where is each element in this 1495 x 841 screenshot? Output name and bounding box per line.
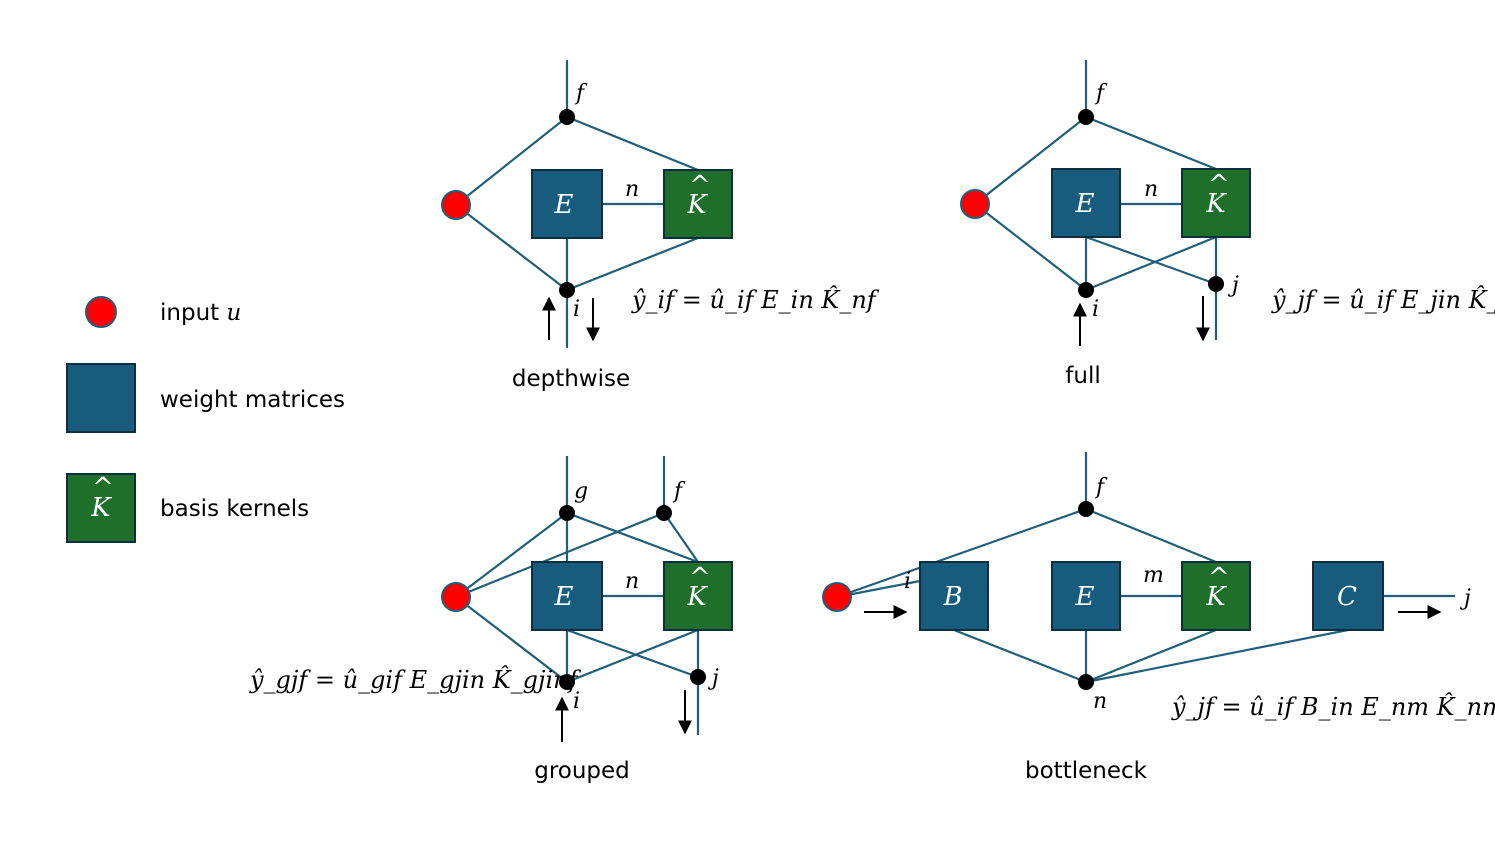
input-node [822,582,852,612]
label-i: i [1092,297,1099,322]
node-g [559,505,575,521]
label-n: n [1144,177,1158,202]
label-K: K [686,582,708,612]
depthwise-equation: ŷ_if = û_if E_in K̂_nf [631,286,880,314]
legend-kernel-hat: ^ [92,473,114,503]
hat-K: ^ [689,171,711,201]
label-f: f [1094,81,1108,106]
legend: input u weight matrices K ^ basis kernel… [66,296,345,543]
bottleneck-equation: ŷ_jf = û_if B_in E_nm K̂_nmf C_jn [1171,693,1495,721]
input-node [441,190,471,220]
node-i [559,674,575,690]
label-m: m [1143,563,1164,588]
full-caption: full [1065,363,1100,389]
grouped-equation: ŷ_gjf = û_gif E_gjin K̂_gjinf [249,666,582,694]
bottleneck-caption: bottleneck [1025,758,1148,784]
node-j [690,669,706,685]
label-n: n [625,177,639,202]
weight-box-E [1051,168,1121,238]
label-n: n [625,569,639,594]
weight-box-C [1312,561,1384,631]
node-n [1078,674,1094,690]
legend-kernel-text: basis kernels [160,496,309,522]
legend-input-text: input u [160,300,241,326]
grouped-diagram: E K ^ g f n i j ŷ_gjf = û_gif E_gjin K̂_… [249,456,733,784]
legend-weights-text: weight matrices [160,387,345,413]
legend-kernel-symbol: K [90,493,112,523]
depthwise-diagram: E K ^ f n i ŷ_if = û_if E_in K̂_nf depth… [441,60,880,392]
label-E: E [554,582,574,612]
label-i: i [573,297,580,322]
node-f [656,505,672,521]
bottleneck-diagram: B E K ^ C f i m n j ŷ_jf = û_if B_in E_n… [822,452,1495,784]
label-j: j [1227,273,1239,298]
node-f [1078,501,1094,517]
kernel-box-K [1181,561,1251,631]
legend-weight-swatch [66,363,136,433]
label-f: f [1094,475,1108,500]
label-j: j [1459,586,1471,611]
label-K: K [1205,189,1227,219]
kernel-box-K [663,561,733,631]
label-E: E [554,190,574,220]
node-f [559,109,575,125]
label-g: g [574,479,588,504]
label-i: i [904,569,911,594]
label-K: K [686,190,708,220]
label-E: E [1075,582,1095,612]
depthwise-caption: depthwise [512,366,630,392]
label-i: i [573,689,580,714]
node-f [1078,109,1094,125]
weight-box-B [919,561,989,631]
input-node [960,189,990,219]
weight-box-E [531,561,603,631]
node-i [1078,282,1094,298]
label-n: n [1093,689,1107,714]
weight-box-E [531,169,603,239]
label-E: E [1075,189,1095,219]
input-node [441,582,471,612]
label-f: f [672,479,686,504]
kernel-box-K [1181,168,1251,238]
node-j [1208,276,1224,292]
weight-box-E [1051,561,1121,631]
hat-K: ^ [1208,170,1230,200]
legend-kernel-swatch [66,473,136,543]
full-diagram: E K ^ f n i j ŷ_jf = û_if E_jin K̂_jinf … [960,60,1495,389]
grouped-caption: grouped [534,758,630,784]
node-i [559,282,575,298]
legend-input-marker [85,296,117,328]
hat-K: ^ [689,563,711,593]
label-B: B [942,582,962,612]
hat-K: ^ [1208,563,1230,593]
label-j: j [707,666,719,691]
label-C: C [1337,582,1357,612]
full-equation: ŷ_jf = û_if E_jin K̂_jinf [1271,286,1495,314]
kernel-box-K [663,169,733,239]
label-f: f [574,81,588,106]
label-K: K [1205,582,1227,612]
